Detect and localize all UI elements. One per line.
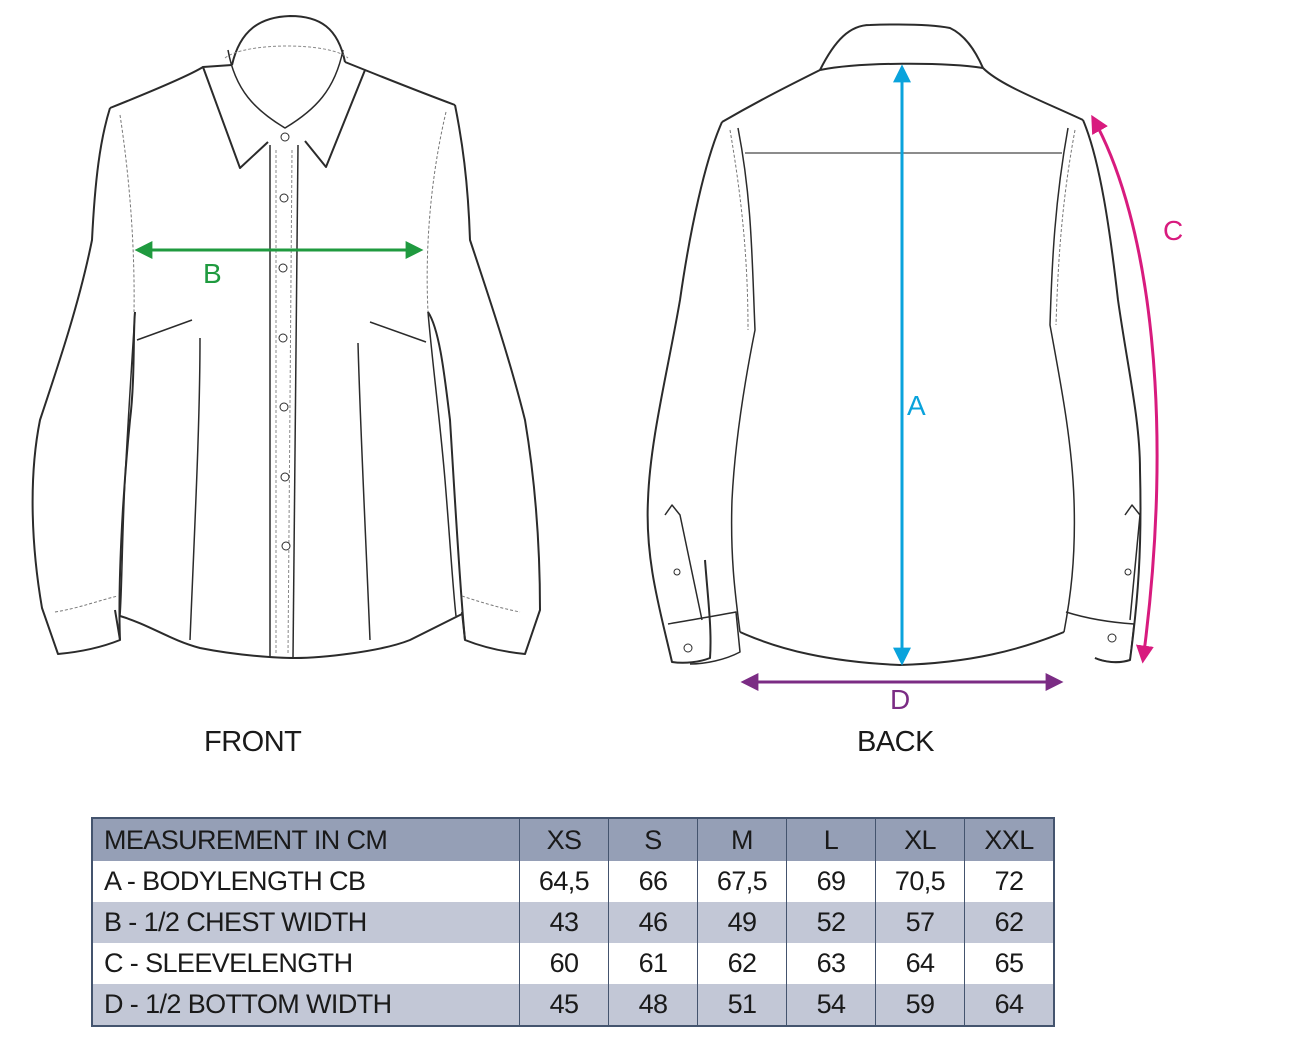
cell: 64,5	[519, 861, 609, 902]
front-shirt	[31, 15, 541, 659]
header-size-l: L	[786, 818, 876, 861]
row-label: A - BODYLENGTH CB	[92, 861, 520, 902]
cell: 62	[697, 943, 787, 984]
cell: 63	[786, 943, 876, 984]
cell: 48	[608, 984, 698, 1026]
table-row: C - SLEEVELENGTH 60 61 62 63 64 65	[92, 943, 1054, 984]
measure-c-label: C	[1163, 215, 1184, 246]
row-label: C - SLEEVELENGTH	[92, 943, 520, 984]
cell: 59	[875, 984, 965, 1026]
cell: 62	[964, 902, 1054, 943]
size-chart-table: MEASUREMENT IN CM XS S M L XL XXL A - BO…	[91, 817, 1055, 1027]
header-size-xs: XS	[519, 818, 609, 861]
header-measurement: MEASUREMENT IN CM	[92, 818, 520, 861]
row-label: B - 1/2 CHEST WIDTH	[92, 902, 520, 943]
cell: 45	[519, 984, 609, 1026]
table-row: A - BODYLENGTH CB 64,5 66 67,5 69 70,5 7…	[92, 861, 1054, 902]
header-size-xxl: XXL	[964, 818, 1054, 861]
cell: 61	[608, 943, 698, 984]
table-header-row: MEASUREMENT IN CM XS S M L XL XXL	[92, 818, 1054, 861]
measure-b-label: B	[203, 258, 222, 289]
cell: 72	[964, 861, 1054, 902]
cell: 70,5	[875, 861, 965, 902]
cell: 64	[964, 984, 1054, 1026]
cell: 64	[875, 943, 965, 984]
cell: 52	[786, 902, 876, 943]
cell: 54	[786, 984, 876, 1026]
cell: 69	[786, 861, 876, 902]
cell: 60	[519, 943, 609, 984]
header-size-s: S	[608, 818, 698, 861]
table-row: B - 1/2 CHEST WIDTH 43 46 49 52 57 62	[92, 902, 1054, 943]
cell: 46	[608, 902, 698, 943]
cell: 67,5	[697, 861, 787, 902]
table-row: D - 1/2 BOTTOM WIDTH 45 48 51 54 59 64	[92, 984, 1054, 1026]
cell: 43	[519, 902, 609, 943]
measure-a-label: A	[907, 390, 926, 421]
shirt-technical-drawing	[31, 15, 1159, 691]
header-size-m: M	[697, 818, 787, 861]
back-shirt	[646, 23, 1142, 666]
header-size-xl: XL	[875, 818, 965, 861]
cell: 57	[875, 902, 965, 943]
front-view-label: FRONT	[204, 726, 302, 758]
cell: 65	[964, 943, 1054, 984]
back-view-label: BACK	[857, 726, 934, 758]
row-label: D - 1/2 BOTTOM WIDTH	[92, 984, 520, 1026]
measure-c-arrow	[1091, 114, 1159, 664]
cell: 49	[697, 902, 787, 943]
cell: 51	[697, 984, 787, 1026]
measure-d-label: D	[890, 684, 911, 715]
cell: 66	[608, 861, 698, 902]
